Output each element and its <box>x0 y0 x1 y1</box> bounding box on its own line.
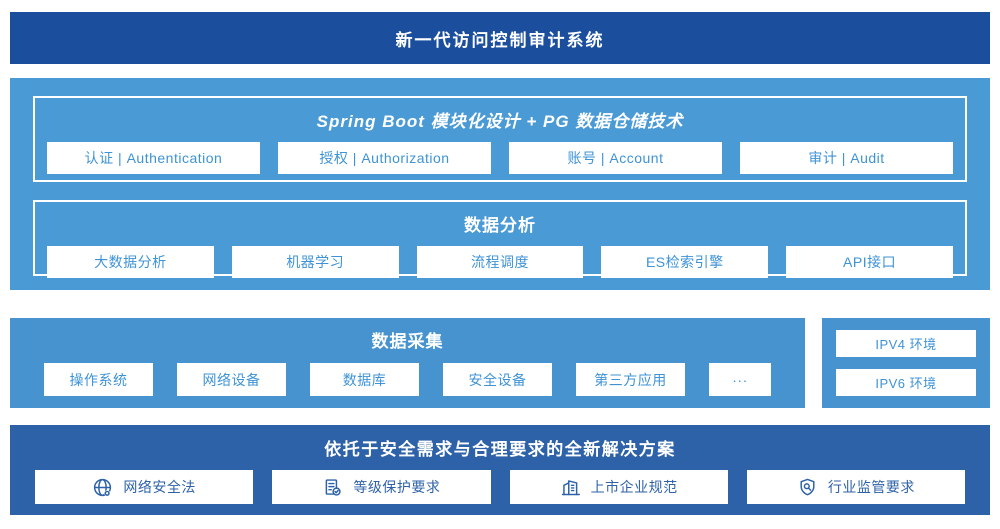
ipv6-env: IPV6 环境 <box>836 369 976 396</box>
data-analysis-modules: 大数据分析 机器学习 流程调度 ES检索引擎 API接口 <box>47 246 953 278</box>
data-analysis-frame: 数据分析 大数据分析 机器学习 流程调度 ES检索引擎 API接口 <box>33 200 967 278</box>
network-environment-box: IPV4 环境 IPV6 环境 <box>822 318 990 408</box>
module-es-search: ES检索引擎 <box>601 246 769 278</box>
solution-label: 上市企业规范 <box>590 479 678 495</box>
system-title-banner: 新一代访问控制审计系统 <box>10 12 990 64</box>
spring-boot-modules: 认证 | Authentication 授权 | Authorization 账… <box>47 142 953 174</box>
data-collection-section: 数据采集 操作系统 网络设备 数据库 安全设备 第三方应用 ··· <box>10 318 805 408</box>
solution-label: 行业监管要求 <box>827 479 915 495</box>
solution-label: 网络安全法 <box>123 479 196 495</box>
module-authentication: 认证 | Authentication <box>47 142 260 174</box>
document-check-icon <box>322 477 343 498</box>
module-bigdata-analysis: 大数据分析 <box>47 246 214 278</box>
solution-classified-protection: 等级保护要求 <box>272 470 491 504</box>
solution-section: 依托于安全需求与合理要求的全新解决方案 网络安全法 <box>10 425 990 515</box>
data-analysis-title: 数据分析 <box>464 216 536 235</box>
module-ellipsis: ··· <box>709 363 771 396</box>
module-database: 数据库 <box>310 363 419 396</box>
solution-title: 依托于安全需求与合理要求的全新解决方案 <box>324 440 676 459</box>
system-title: 新一代访问控制审计系统 <box>395 30 605 50</box>
spring-boot-title: Spring Boot 模块化设计 + PG 数据仓储技术 <box>316 112 684 131</box>
data-collection-modules: 操作系统 网络设备 数据库 安全设备 第三方应用 ··· <box>44 363 771 396</box>
spring-boot-frame: Spring Boot 模块化设计 + PG 数据仓储技术 认证 | Authe… <box>33 96 967 182</box>
platform-section: Spring Boot 模块化设计 + PG 数据仓储技术 认证 | Authe… <box>10 78 990 290</box>
module-security-device: 安全设备 <box>443 363 552 396</box>
module-operating-system: 操作系统 <box>44 363 153 396</box>
module-machine-learning: 机器学习 <box>231 246 399 278</box>
module-account: 账号 | Account <box>509 142 722 174</box>
data-collection-title: 数据采集 <box>371 332 444 351</box>
ipv4-env: IPV4 环境 <box>836 330 976 357</box>
shield-search-icon <box>797 477 818 498</box>
solution-network-security-law: 网络安全法 <box>35 470 254 504</box>
solution-listed-company: 上市企业规范 <box>509 470 728 504</box>
building-icon <box>560 477 581 498</box>
module-authorization: 授权 | Authorization <box>278 142 491 174</box>
solution-items: 网络安全法 等级保护要求 <box>35 470 965 504</box>
module-network-device: 网络设备 <box>177 363 286 396</box>
module-third-party-app: 第三方应用 <box>576 363 685 396</box>
module-api: API接口 <box>786 246 953 278</box>
solution-label: 等级保护要求 <box>353 479 441 495</box>
module-audit: 审计 | Audit <box>740 142 953 174</box>
globe-icon <box>92 477 113 498</box>
module-process-scheduling: 流程调度 <box>416 246 584 278</box>
solution-industry-regulation: 行业监管要求 <box>746 470 965 504</box>
